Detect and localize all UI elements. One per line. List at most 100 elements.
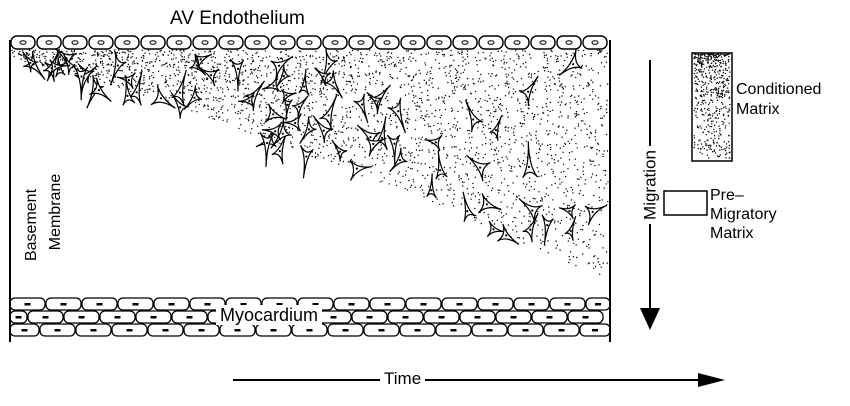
matrix-dot (507, 185, 508, 186)
legend-dot (711, 89, 712, 90)
cell-nucleus (160, 97, 162, 99)
matrix-dot (490, 143, 491, 144)
matrix-dot (472, 183, 473, 184)
matrix-dot (553, 171, 554, 172)
matrix-dot (188, 62, 189, 63)
matrix-dot (77, 68, 78, 69)
matrix-dot (511, 168, 512, 169)
legend-dot (711, 133, 712, 134)
cell-nucleus (568, 210, 570, 212)
matrix-dot (540, 200, 541, 201)
matrix-dot (372, 101, 373, 102)
matrix-dot (575, 223, 576, 224)
matrix-dot (578, 239, 579, 240)
legend-dot (694, 137, 695, 138)
matrix-dot (469, 137, 470, 138)
matrix-dot (429, 151, 430, 152)
legend-dot (709, 145, 710, 146)
matrix-dot (277, 91, 278, 92)
matrix-dot (456, 70, 457, 71)
mesenchymal-cell (260, 132, 274, 167)
matrix-dot (439, 128, 440, 129)
matrix-dot (99, 74, 100, 75)
legend-dot (708, 118, 709, 119)
matrix-dot (106, 70, 107, 71)
matrix-dot (346, 144, 347, 145)
legend-dot (725, 125, 726, 126)
legend-dot (695, 68, 696, 69)
matrix-dot (307, 68, 308, 69)
matrix-dot (19, 51, 20, 52)
matrix-dot (205, 91, 206, 92)
matrix-dot (204, 104, 205, 105)
matrix-dot (511, 97, 512, 98)
matrix-dot (443, 68, 444, 69)
matrix-dot (413, 181, 414, 182)
matrix-dot (123, 84, 124, 85)
matrix-dot (600, 118, 601, 119)
matrix-dot (540, 248, 541, 249)
matrix-dot (409, 56, 410, 57)
matrix-dot (384, 63, 385, 64)
matrix-dot (599, 150, 600, 151)
matrix-dot (135, 81, 136, 82)
mesenchymal-cell (357, 125, 381, 150)
matrix-dot (505, 95, 506, 96)
matrix-dot (487, 101, 488, 102)
matrix-dot (426, 83, 427, 84)
matrix-dot (106, 64, 107, 65)
matrix-dot (460, 159, 461, 160)
matrix-dot (575, 116, 576, 117)
matrix-dot (261, 75, 262, 76)
matrix-dot (164, 64, 165, 65)
matrix-dot (418, 138, 419, 139)
legend-dot (723, 114, 724, 115)
matrix-dot (195, 102, 196, 103)
matrix-dot (555, 183, 556, 184)
mesenchymal-cell (497, 224, 519, 245)
legend-dot (702, 100, 703, 101)
legend-dot (711, 138, 712, 139)
matrix-dot (601, 62, 602, 63)
cell-nucleus (570, 230, 572, 232)
matrix-dot (531, 186, 532, 187)
matrix-dot (380, 172, 381, 173)
matrix-dot (319, 91, 320, 92)
legend-dot (705, 60, 706, 61)
matrix-dot (559, 116, 560, 117)
matrix-dot (382, 114, 383, 115)
mesenchymal-cell (519, 198, 543, 223)
matrix-dot (518, 56, 519, 57)
matrix-dot (576, 114, 577, 115)
matrix-dot (497, 119, 498, 120)
matrix-dot (582, 55, 583, 56)
legend-dot (705, 73, 706, 74)
matrix-dot (252, 122, 253, 123)
matrix-dot (130, 91, 131, 92)
matrix-dot (248, 88, 249, 89)
matrix-dot (416, 143, 417, 144)
matrix-dot (595, 132, 596, 133)
matrix-dot (312, 88, 313, 89)
matrix-dot (501, 217, 502, 218)
matrix-dot (298, 73, 299, 74)
legend-dot (714, 71, 715, 72)
matrix-dot (245, 70, 246, 71)
matrix-dot (315, 101, 316, 102)
legend-dot (723, 115, 724, 116)
matrix-dot (209, 93, 210, 94)
myocyte-nucleus (133, 303, 139, 306)
myocyte-nucleus (367, 316, 373, 319)
matrix-dot (517, 110, 518, 111)
legend-dot (706, 88, 707, 89)
matrix-dot (537, 224, 538, 225)
matrix-dot (352, 50, 353, 51)
matrix-dot (577, 147, 578, 148)
matrix-dot (452, 90, 453, 91)
matrix-dot (24, 57, 25, 58)
matrix-dot (478, 192, 479, 193)
legend-dot (708, 145, 709, 146)
matrix-dot (524, 153, 525, 154)
matrix-dot (372, 103, 373, 104)
legend-dot (708, 104, 709, 105)
